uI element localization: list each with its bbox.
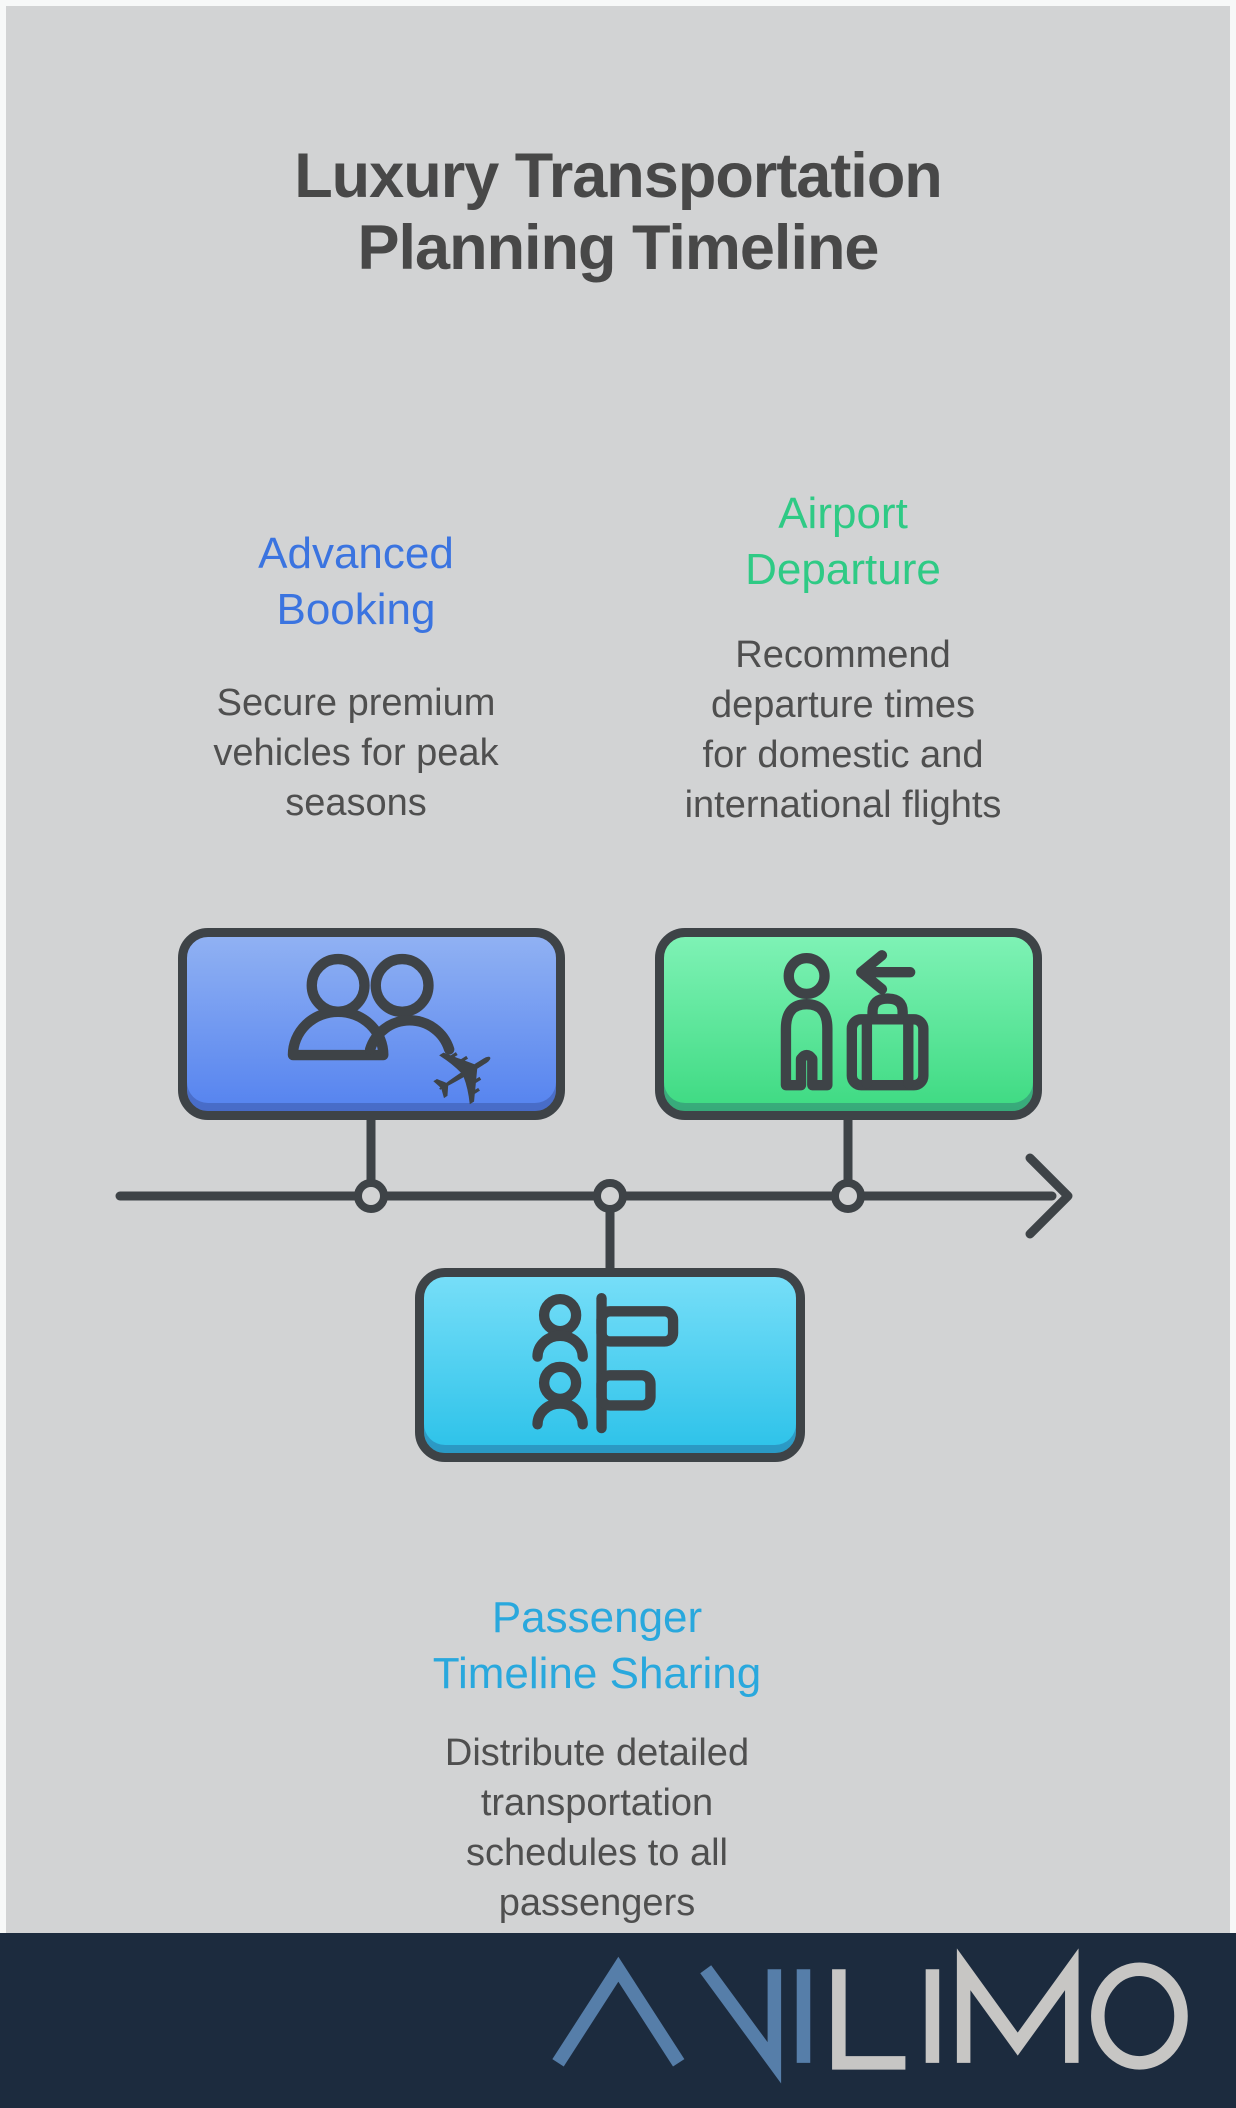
timeline-node-3 — [831, 1179, 865, 1213]
airport-departure-card — [655, 928, 1042, 1120]
page-title: Luxury Transportation Planning Timeline — [294, 141, 943, 284]
suitcase-body — [846, 1014, 929, 1091]
passenger-luggage-arrow-icon — [780, 950, 929, 1091]
passenger-schedule-icon — [532, 1293, 679, 1434]
step-title-advanced-booking: Advanced Booking — [258, 529, 454, 634]
passenger-timeline-sharing-card — [415, 1268, 805, 1462]
step-title-airport-departure: Airport Departure — [745, 489, 941, 594]
step-description-advanced-booking: Secure premium vehicles for peak seasons — [213, 682, 499, 825]
travelers-icon — [287, 953, 454, 1061]
advanced-booking-card: ✈ — [178, 928, 565, 1135]
suitcase-handle — [866, 993, 908, 1025]
step-description-airport-departure: Recommend departure times for domestic a… — [684, 634, 1002, 827]
timeline-node-2 — [593, 1179, 627, 1213]
timeline-arrowhead-icon — [1025, 1153, 1073, 1239]
left-arrow-icon — [855, 950, 915, 995]
person-head — [783, 952, 830, 1000]
anilimo-logo — [552, 1948, 1188, 2084]
timeline-node-1 — [354, 1179, 388, 1213]
timeline-axis — [115, 1113, 1073, 1297]
step-description-passenger-timeline-sharing: Distribute detailed transportation sched… — [444, 1732, 750, 1925]
step-title-passenger-timeline-sharing: Passenger Timeline Sharing — [432, 1593, 762, 1698]
suitcase-straps — [861, 1016, 913, 1089]
footer-bar — [0, 1933, 1236, 2108]
person-body — [780, 999, 833, 1091]
logo-limo-letters — [832, 1948, 1188, 2070]
logo-ani-letters — [552, 1956, 811, 2084]
